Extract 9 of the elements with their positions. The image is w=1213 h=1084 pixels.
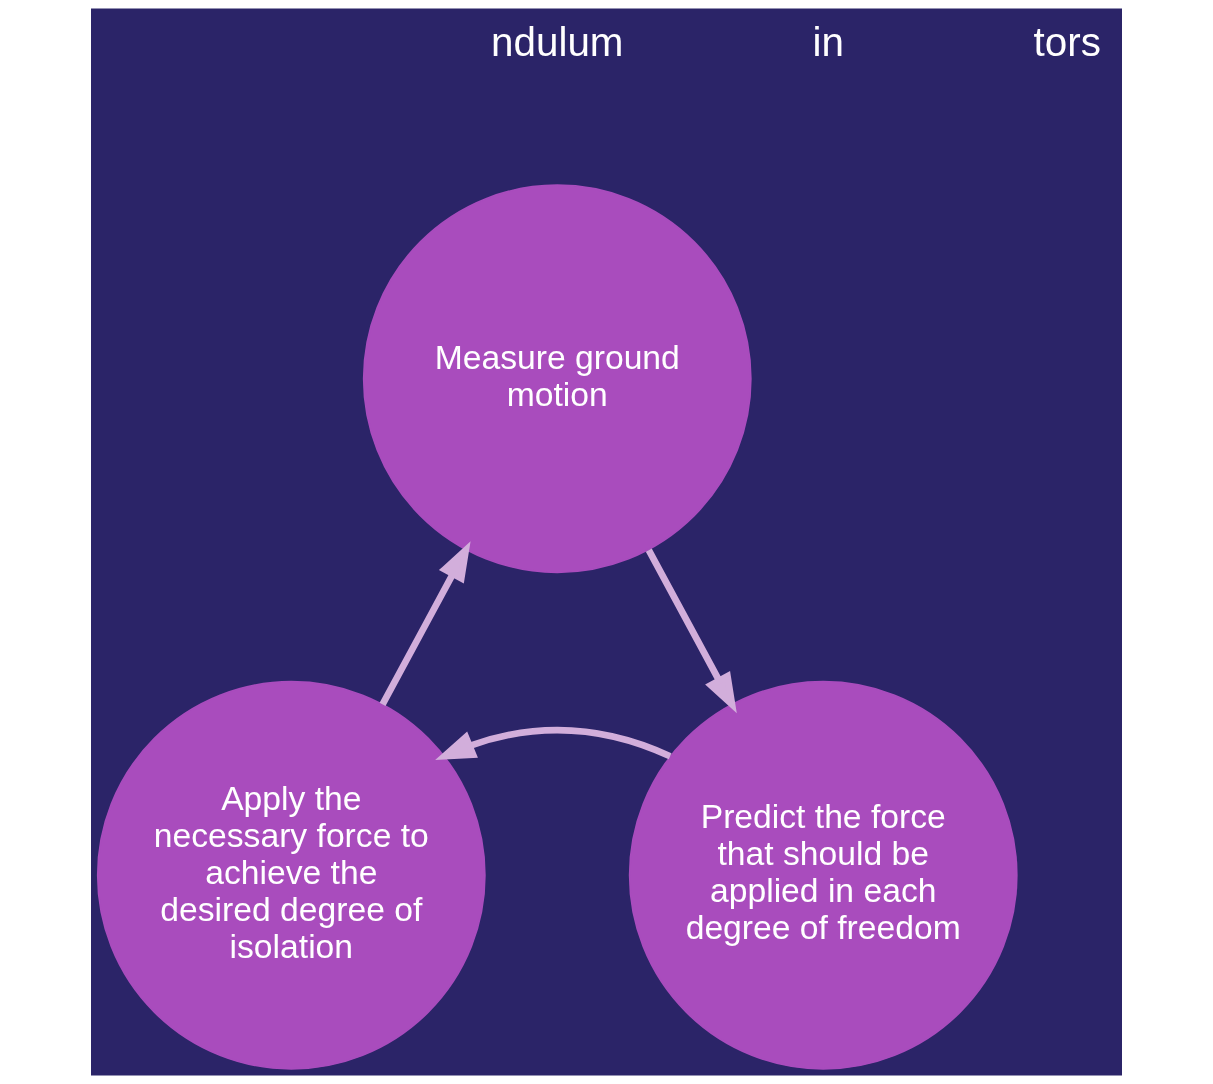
label: ndulum (491, 18, 624, 65)
node-circle: Measure ground motion (362, 184, 752, 574)
node-circle: Apply the necessary force to achieve the desired degree of isolation (96, 680, 486, 1070)
arrow (435, 726, 672, 761)
arrow (645, 548, 737, 714)
arrow (379, 541, 471, 706)
node-circle: Predict the force that should be applied in each degree of freedom (628, 680, 1018, 1070)
label: in (812, 18, 844, 65)
label: tors (1033, 18, 1101, 65)
